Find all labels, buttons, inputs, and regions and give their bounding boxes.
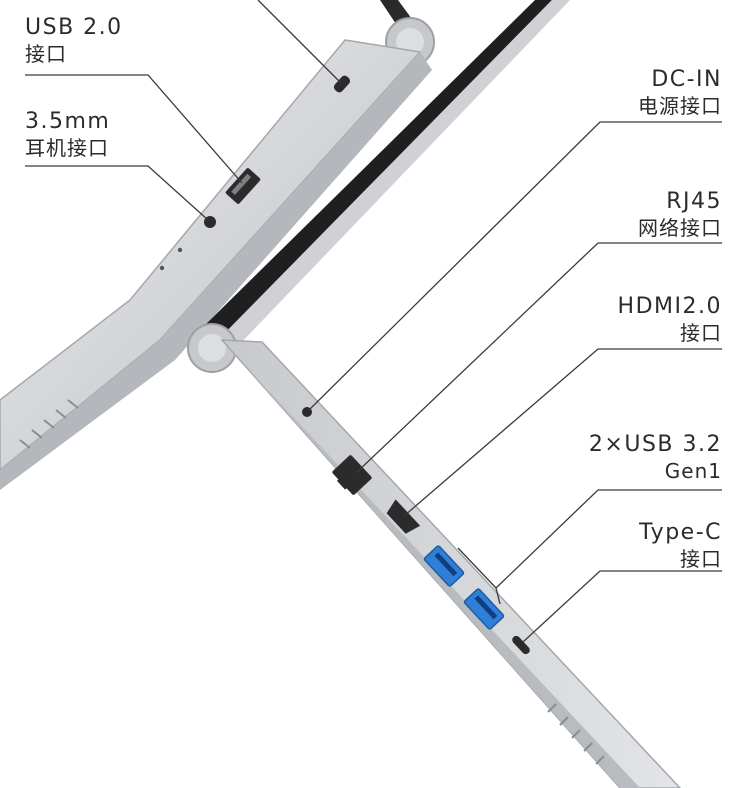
leader-dc-in [308,121,722,411]
usb3-port-2 [463,588,505,630]
label-audio: 3.5mm 耳机接口 [25,108,110,162]
type-c-port [512,635,530,655]
label-hdmi-desc: 接口 [680,321,722,345]
leader-lines [25,0,722,643]
right-hinge-inner [198,334,226,362]
label-usb2-name: USB 2.0 [25,15,123,40]
leader-jack [25,165,209,221]
lock-slot [333,75,351,93]
right-laptop [187,0,682,788]
hdmi-port [386,499,421,534]
label-type-c-name: Type-C [639,520,722,545]
leader-hdmi [403,348,722,517]
left-vent [19,399,79,449]
leader-usb3 [495,489,722,589]
label-dc-in: DC-IN 电源接口 [638,66,722,120]
label-hdmi-name: HDMI2.0 [617,294,722,319]
leader-audio [25,74,243,184]
leader-usb3-bracket [457,547,501,605]
label-usb3: 2×USB 3.2 Gen1 [589,431,722,485]
label-rj45: RJ45 网络接口 [638,188,722,242]
left-laptop [0,0,435,490]
led-1 [177,247,183,253]
right-lid-edge [202,0,552,340]
rj45-port [332,455,372,495]
label-audio-name: 3.5mm [25,109,111,134]
leader-type-c [522,570,722,643]
led-2 [159,265,165,271]
label-type-c-desc: 接口 [680,547,722,571]
label-rj45-name: RJ45 [666,189,722,214]
label-usb2-desc: 接口 [25,42,67,66]
right-vent [547,703,605,765]
label-usb2: USB 2.0 接口 [25,14,123,68]
label-audio-desc: 耳机接口 [25,136,109,160]
left-base-side [0,52,432,490]
label-hdmi: HDMI2.0 接口 [618,293,722,347]
usb3-port-1 [423,545,465,587]
label-type-c: Type-C 接口 [639,519,722,573]
usb2-port [225,168,261,204]
left-base-top [0,39,422,471]
leader-usb2 [257,0,341,83]
label-rj45-desc: 网络接口 [638,216,722,240]
right-lid-back [218,0,570,348]
label-dc-in-name: DC-IN [651,67,722,92]
label-dc-in-desc: 电源接口 [638,94,722,118]
leader-rj45 [355,242,722,474]
label-usb3-name: 2×USB 3.2 [588,432,722,457]
label-usb3-desc: Gen1 [664,459,722,483]
